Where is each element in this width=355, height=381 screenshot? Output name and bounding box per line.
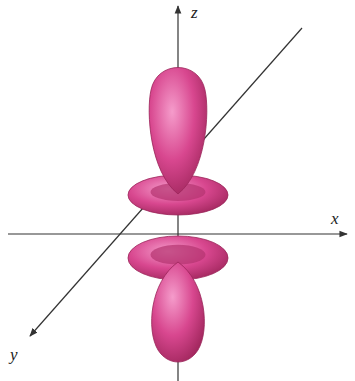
dz2-orbital — [128, 68, 228, 363]
axis-label: z — [190, 4, 199, 21]
x-axis — [8, 233, 347, 234]
lower-lobe — [152, 262, 205, 362]
axis-label: y — [9, 346, 19, 363]
axis-label: x — [330, 210, 340, 227]
upper-lobe — [149, 68, 207, 195]
